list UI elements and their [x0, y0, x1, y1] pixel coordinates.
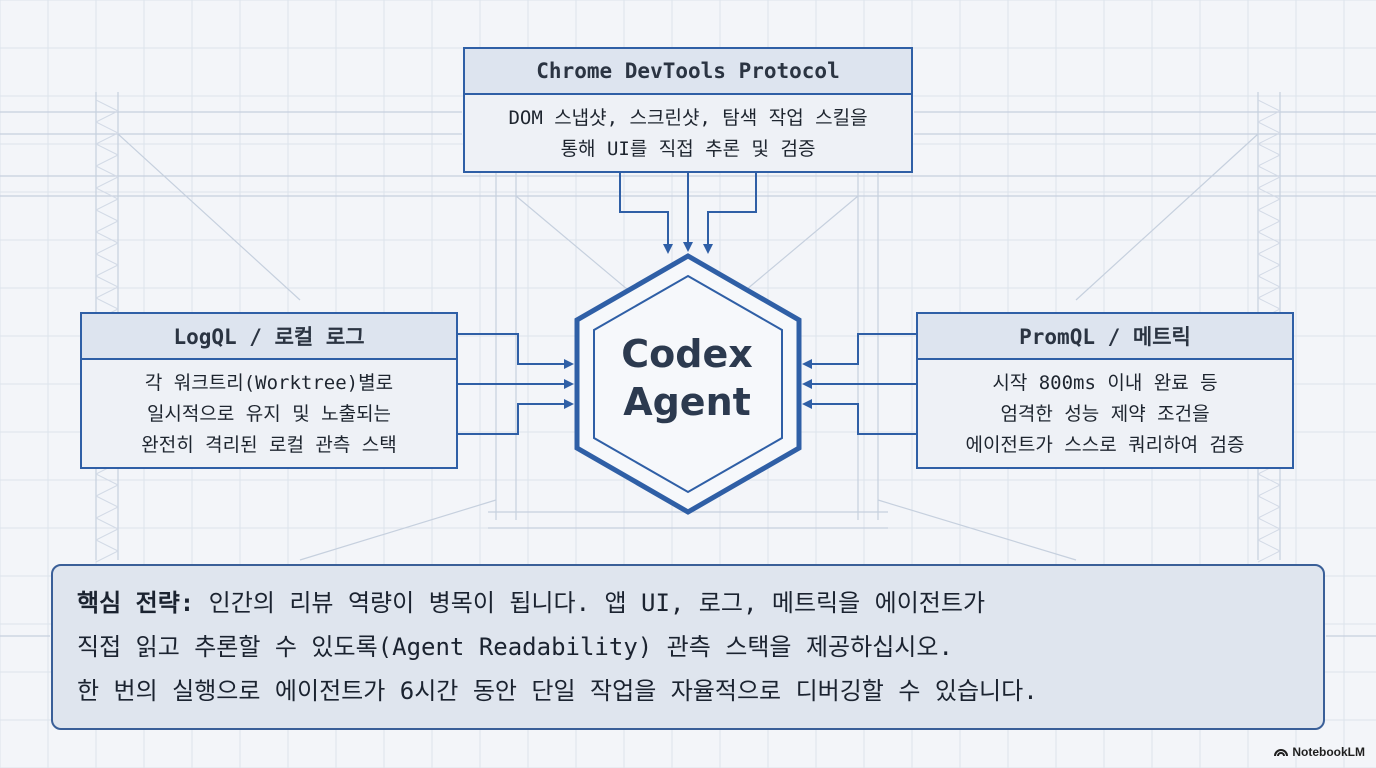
codex-agent-label: Codex Agent: [576, 330, 798, 426]
strategy-heading: 핵심 전략:: [77, 589, 195, 617]
strategy-line: 한 번의 실행으로 에이전트가 6시간 동안 단일 작업을 자율적으로 디버깅할…: [77, 677, 1038, 705]
notebooklm-logo-icon: [1274, 749, 1289, 757]
description-line: 시작 800ms 이내 완료 등: [992, 372, 1218, 394]
logql-title: LogQL / 로컬 로그: [82, 314, 456, 360]
strategy-line: 직접 읽고 추론할 수 있도록(Agent Readability) 관측 스택…: [77, 633, 953, 661]
chrome-devtools-protocol-box: Chrome DevTools Protocol DOM 스냅샷, 스크린샷, …: [463, 47, 913, 173]
logql-description: 각 워크트리(Worktree)별로 일시적으로 유지 및 노출되는 완전히 격…: [82, 360, 456, 469]
promql-metrics-box: PromQL / 메트릭 시작 800ms 이내 완료 등 엄격한 성능 제약 …: [916, 312, 1294, 469]
description-line: 각 워크트리(Worktree)별로: [144, 372, 394, 394]
core-strategy-panel: 핵심 전략: 인간의 리뷰 역량이 병목이 됩니다. 앱 UI, 로그, 메트릭…: [51, 564, 1325, 730]
promql-title: PromQL / 메트릭: [918, 314, 1292, 360]
chrome-devtools-protocol-title: Chrome DevTools Protocol: [465, 49, 911, 95]
logql-local-logs-box: LogQL / 로컬 로그 각 워크트리(Worktree)별로 일시적으로 유…: [80, 312, 458, 469]
codex-agent-hexagon-outer: [574, 253, 802, 515]
codex-agent-label-line: Codex: [621, 332, 753, 376]
description-line: 엄격한 성능 제약 조건을: [1000, 403, 1210, 425]
connector-right-bottom: [802, 399, 916, 435]
connector-left-top: [458, 333, 574, 369]
strategy-line: 핵심 전략: 인간의 리뷰 역량이 병목이 됩니다. 앱 UI, 로그, 메트릭…: [77, 581, 1299, 625]
description-line: 에이전트가 스스로 쿼리하여 검증: [965, 434, 1245, 456]
promql-description: 시작 800ms 이내 완료 등 엄격한 성능 제약 조건을 에이전트가 스스로…: [918, 360, 1292, 469]
notebooklm-watermark: NotebookLM: [1274, 745, 1365, 759]
description-line: 통해 UI를 직접 추론 및 검증: [560, 138, 816, 160]
connector-top-right: [703, 173, 757, 254]
description-line: 일시적으로 유지 및 노출되는: [146, 403, 392, 425]
connector-left-bottom: [458, 399, 574, 435]
chrome-devtools-protocol-description: DOM 스냅샷, 스크린샷, 탐색 작업 스킬을 통해 UI를 직접 추론 및 …: [465, 95, 911, 173]
strategy-line-1-text: 인간의 리뷰 역량이 병목이 됩니다. 앱 UI, 로그, 메트릭을 에이전트가: [194, 589, 986, 617]
codex-agent-label-line: Agent: [623, 380, 751, 424]
watermark-text: NotebookLM: [1292, 745, 1365, 759]
description-line: 완전히 격리된 로컬 관측 스택: [141, 434, 397, 456]
description-line: DOM 스냅샷, 스크린샷, 탐색 작업 스킬을: [508, 107, 868, 129]
codex-agent-hexagon-inner: [593, 274, 783, 494]
connector-right-top: [802, 333, 916, 369]
connector-top-left: [619, 173, 673, 254]
